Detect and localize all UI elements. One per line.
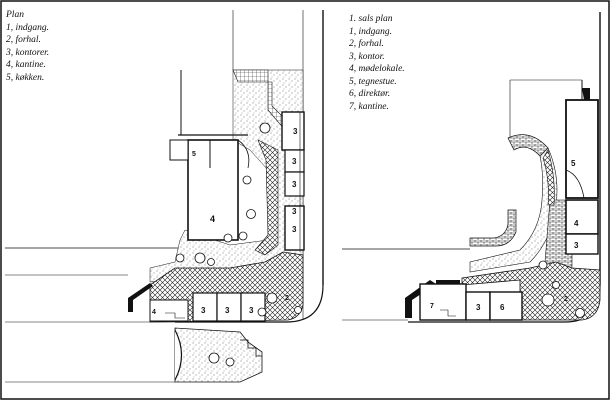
room-label-3: 3 <box>201 306 206 315</box>
room-label-4: 4 <box>574 219 579 228</box>
garden-area <box>469 147 558 273</box>
entry-wall <box>128 283 153 312</box>
legend-item: 7, kantine. <box>349 101 389 112</box>
room-label-3: 3 <box>476 303 481 312</box>
room-office <box>240 292 266 322</box>
room-office <box>565 233 599 255</box>
legend-item: 2, forhal. <box>349 39 384 49</box>
tree-symbol <box>208 352 220 364</box>
first-floor-legend: 1. sals plan 1, indgang. 2, forhal. 3, k… <box>349 13 405 113</box>
room-office <box>284 205 305 251</box>
steps <box>165 312 185 319</box>
room-label-6: 6 <box>500 303 505 312</box>
room-canteen <box>419 283 467 321</box>
hall-paving <box>461 261 601 321</box>
legend-item: 3, kontor. <box>349 51 385 62</box>
legend-item: 1, indgang. <box>349 26 393 37</box>
room-label-3: 3 <box>249 306 254 315</box>
room-label-7: 7 <box>430 303 434 310</box>
tree-symbol <box>225 357 235 367</box>
room-label-3: 3 <box>574 241 579 250</box>
room-office <box>284 171 305 197</box>
ground-floor-plan: 3 3 3 3 3 3 3 3 4 4 5 2 <box>5 10 324 383</box>
legend-item: 2, forhal. <box>6 35 41 45</box>
room-label-5: 5 <box>571 159 576 168</box>
stairs <box>240 339 262 357</box>
room-director <box>489 291 523 321</box>
legend-title: 1. sals plan <box>349 14 393 24</box>
legend-item: 5, køkken. <box>6 72 45 83</box>
legend-title: Plan <box>6 10 24 20</box>
room-label-4: 4 <box>210 214 215 224</box>
room-office <box>216 292 242 322</box>
room-label-4: 4 <box>152 309 156 316</box>
room-canteen <box>187 139 239 241</box>
room-label-3: 3 <box>225 306 230 315</box>
room-label-3: 3 <box>292 225 297 234</box>
ground-floor-legend: Plan 1, indgang. 2, forhal. 3, kontorer.… <box>6 9 49 84</box>
room-label-5: 5 <box>192 151 196 158</box>
tree-symbols <box>538 260 585 318</box>
drive-curve <box>174 329 183 381</box>
room-label-2: 2 <box>564 296 568 303</box>
door-swing <box>565 169 585 199</box>
tree-symbols <box>175 122 302 317</box>
room-office <box>465 291 491 321</box>
room-label-3: 3 <box>292 207 297 216</box>
room-kitchen <box>169 139 189 161</box>
steps <box>440 309 456 317</box>
wall-curve <box>237 139 250 169</box>
room-label-3: 3 <box>292 180 297 189</box>
street-corner <box>175 284 324 323</box>
legend-item: 1, indgang. <box>6 22 50 33</box>
forecourt <box>174 327 263 383</box>
first-floor-plan: 5 4 3 3 6 7 2 <box>342 12 601 323</box>
room-canteen-small <box>149 299 189 322</box>
wall-block <box>582 88 590 100</box>
room-meeting <box>565 199 599 235</box>
legend-item: 4, kantine. <box>6 60 46 70</box>
legend-item: 4, mødelokale. <box>349 64 405 74</box>
room-drafting <box>565 99 599 199</box>
legend-item: 5, tegnestue. <box>349 76 397 87</box>
room-office <box>192 292 218 322</box>
corridor-paving <box>254 139 279 256</box>
brick-arc <box>507 134 549 157</box>
room-label-2: 2 <box>285 295 289 302</box>
brick-arc <box>469 209 517 247</box>
legend-item: 6, direktør. <box>349 89 391 99</box>
legend-item: 3, kontorer. <box>6 47 50 58</box>
corridor-paving <box>542 149 555 206</box>
room-label-3: 3 <box>293 127 298 136</box>
room-label-3: 3 <box>292 157 297 166</box>
